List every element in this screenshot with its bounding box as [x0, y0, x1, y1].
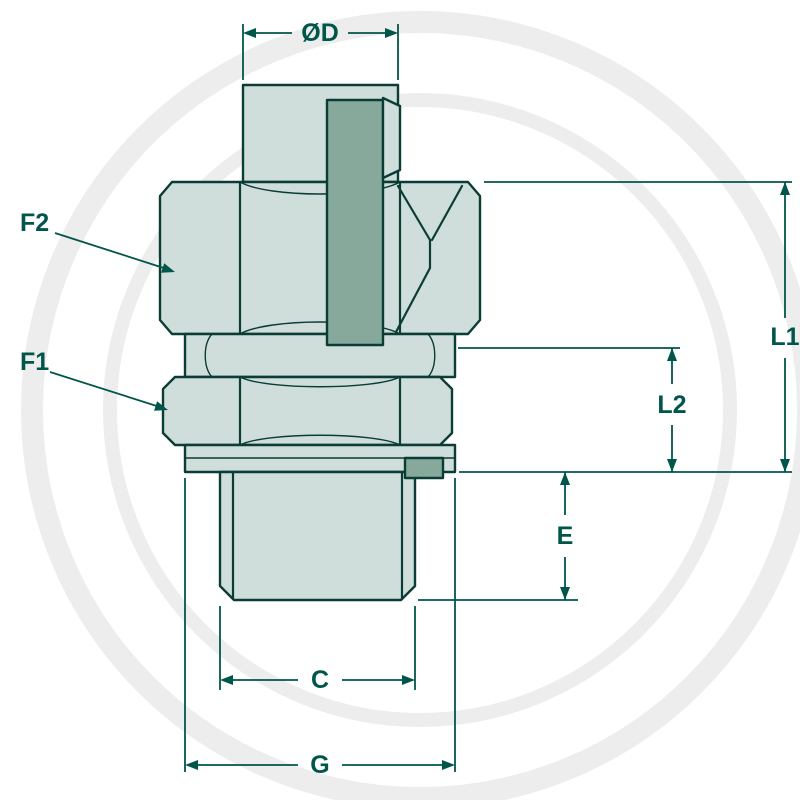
groove-collar	[183, 332, 457, 379]
l2-arrow-bottom	[667, 459, 677, 472]
threaded-stud	[218, 470, 417, 602]
dimension-g: G	[184, 478, 456, 779]
large-hex-nut	[158, 180, 482, 336]
g-arrow-right	[442, 760, 455, 770]
flange-lip	[381, 96, 402, 180]
od-arrow-left	[243, 28, 256, 38]
large-hex-chamfer-top	[239, 181, 401, 195]
c-label: C	[311, 666, 329, 694]
c-arrow-right	[402, 675, 415, 685]
f2-label: F2	[20, 209, 49, 237]
dimensions: ØD F2 F1 L1	[20, 19, 800, 779]
dimension-e: E	[418, 472, 578, 601]
od-arrow-right	[385, 28, 398, 38]
dimension-c: C	[219, 606, 416, 694]
section-cut-core	[325, 98, 385, 347]
od-label: ØD	[301, 19, 339, 47]
watermark-outer-circle	[21, 11, 800, 800]
l1-label: L1	[770, 323, 799, 351]
l2-arrow-top	[667, 348, 677, 361]
f1-leader-line	[49, 371, 164, 409]
watermark-inner-circle	[103, 93, 737, 727]
c-arrow-left	[220, 675, 233, 685]
watermark	[21, 11, 800, 800]
cone-line-left	[396, 184, 432, 242]
e-arrow-bottom	[560, 587, 570, 600]
small-hex-chamfer-bottom	[239, 434, 401, 446]
dimension-f2: F2	[20, 209, 175, 273]
dimension-l1: L1	[459, 181, 800, 473]
washer-tab	[403, 456, 445, 480]
cone-line-right	[430, 184, 464, 242]
f2-leader-line	[54, 232, 171, 271]
g-arrow-left	[185, 760, 198, 770]
groove-curve-left	[204, 333, 213, 378]
f1-label: F1	[20, 348, 49, 376]
fitting-body	[158, 83, 482, 602]
g-label: G	[310, 751, 329, 779]
f1-leader-arrow	[154, 401, 168, 411]
l2-label: L2	[657, 391, 686, 419]
f2-leader-arrow	[161, 263, 175, 273]
large-hex-chamfer-bottom	[239, 321, 401, 335]
e-label: E	[557, 522, 574, 550]
dimension-f1: F1	[20, 348, 168, 411]
dimension-l2: L2	[458, 347, 687, 472]
dimension-od: ØD	[242, 19, 399, 80]
small-hex-nut	[161, 375, 454, 447]
small-hex-chamfer-top	[239, 376, 401, 388]
groove-curve-right	[427, 333, 436, 378]
cone-line-lower	[394, 266, 432, 334]
e-arrow-top	[560, 472, 570, 485]
l1-arrow-top	[780, 182, 790, 195]
l1-arrow-bottom	[780, 459, 790, 472]
